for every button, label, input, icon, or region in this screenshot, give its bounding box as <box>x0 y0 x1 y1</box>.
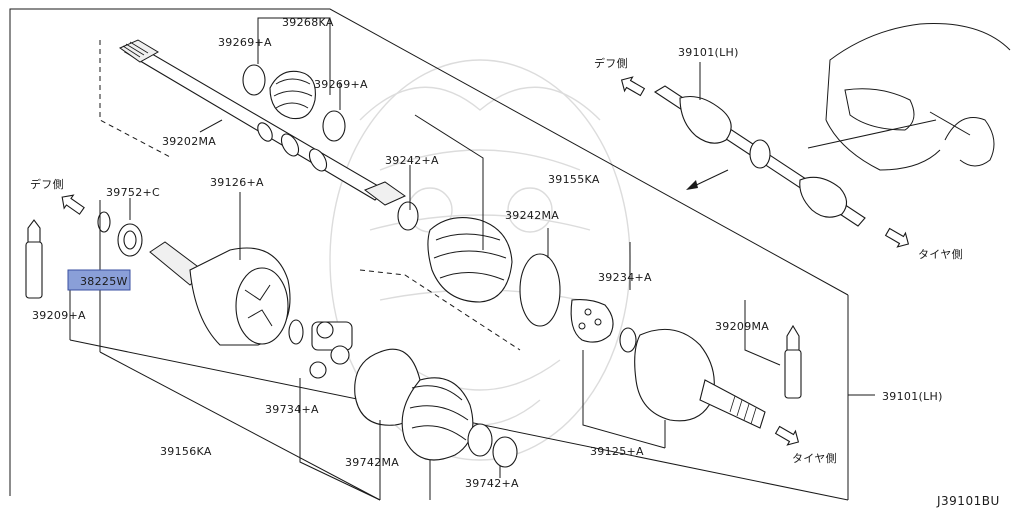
label-39202ma: 39202MA <box>162 135 216 148</box>
boot-kit-top <box>242 17 346 142</box>
label-diff-side-left: デフ側 <box>30 177 64 191</box>
label-39242ma: 39242MA <box>505 209 559 222</box>
assembled-shaft-preview <box>653 85 866 227</box>
outer-boot <box>397 201 561 327</box>
grease-tube-right <box>784 324 802 399</box>
label-39268ka: 39268KA <box>282 16 334 29</box>
part-labels: 39269+A 39268KA 39269+A 39202MA 39242+A … <box>32 16 943 490</box>
dashed-guides <box>99 40 521 351</box>
label-39242a: 39242+A <box>385 154 439 167</box>
leader-lines <box>69 62 781 501</box>
label-39155ka: 39155KA <box>548 173 600 186</box>
label-39126a: 39126+A <box>210 176 264 189</box>
label-39742ma: 39742MA <box>345 456 399 469</box>
diagram-code: J39101BU <box>936 494 1000 508</box>
label-39752c: 39752+C <box>106 186 160 199</box>
label-39209ma: 39209MA <box>715 320 769 333</box>
label-39269a-right: 39269+A <box>314 78 368 91</box>
grease-tube-left <box>25 219 43 299</box>
car-outline <box>807 23 1011 171</box>
highlight-38225w[interactable] <box>67 269 131 291</box>
direction-labels: デフ側 デフ側 タイヤ側 タイヤ側 <box>30 56 963 465</box>
outer-joint <box>570 299 766 429</box>
label-tire-side-top: タイヤ側 <box>918 248 963 261</box>
label-tire-side-bottom: タイヤ側 <box>792 452 837 465</box>
label-39209a: 39209+A <box>32 309 86 322</box>
label-39156ka: 39156KA <box>160 445 212 458</box>
label-39125a: 39125+A <box>590 445 644 458</box>
half-shaft <box>118 39 407 206</box>
label-diff-side-top: デフ側 <box>594 56 628 70</box>
inner-boot <box>354 348 518 468</box>
label-38225w[interactable]: 38225W <box>80 275 128 288</box>
label-39101lh-top: 39101(LH) <box>678 46 739 59</box>
label-39734a: 39734+A <box>265 403 319 416</box>
label-39101lh-right: 39101(LH) <box>882 390 943 403</box>
seal-rings-left <box>97 211 143 257</box>
label-39269a-top: 39269+A <box>218 36 272 49</box>
inner-joint-housing <box>149 241 291 346</box>
direction-arrows <box>61 76 910 446</box>
tripod-joint <box>288 319 353 379</box>
label-39742a: 39742+A <box>465 477 519 490</box>
label-39234a: 39234+A <box>598 271 652 284</box>
